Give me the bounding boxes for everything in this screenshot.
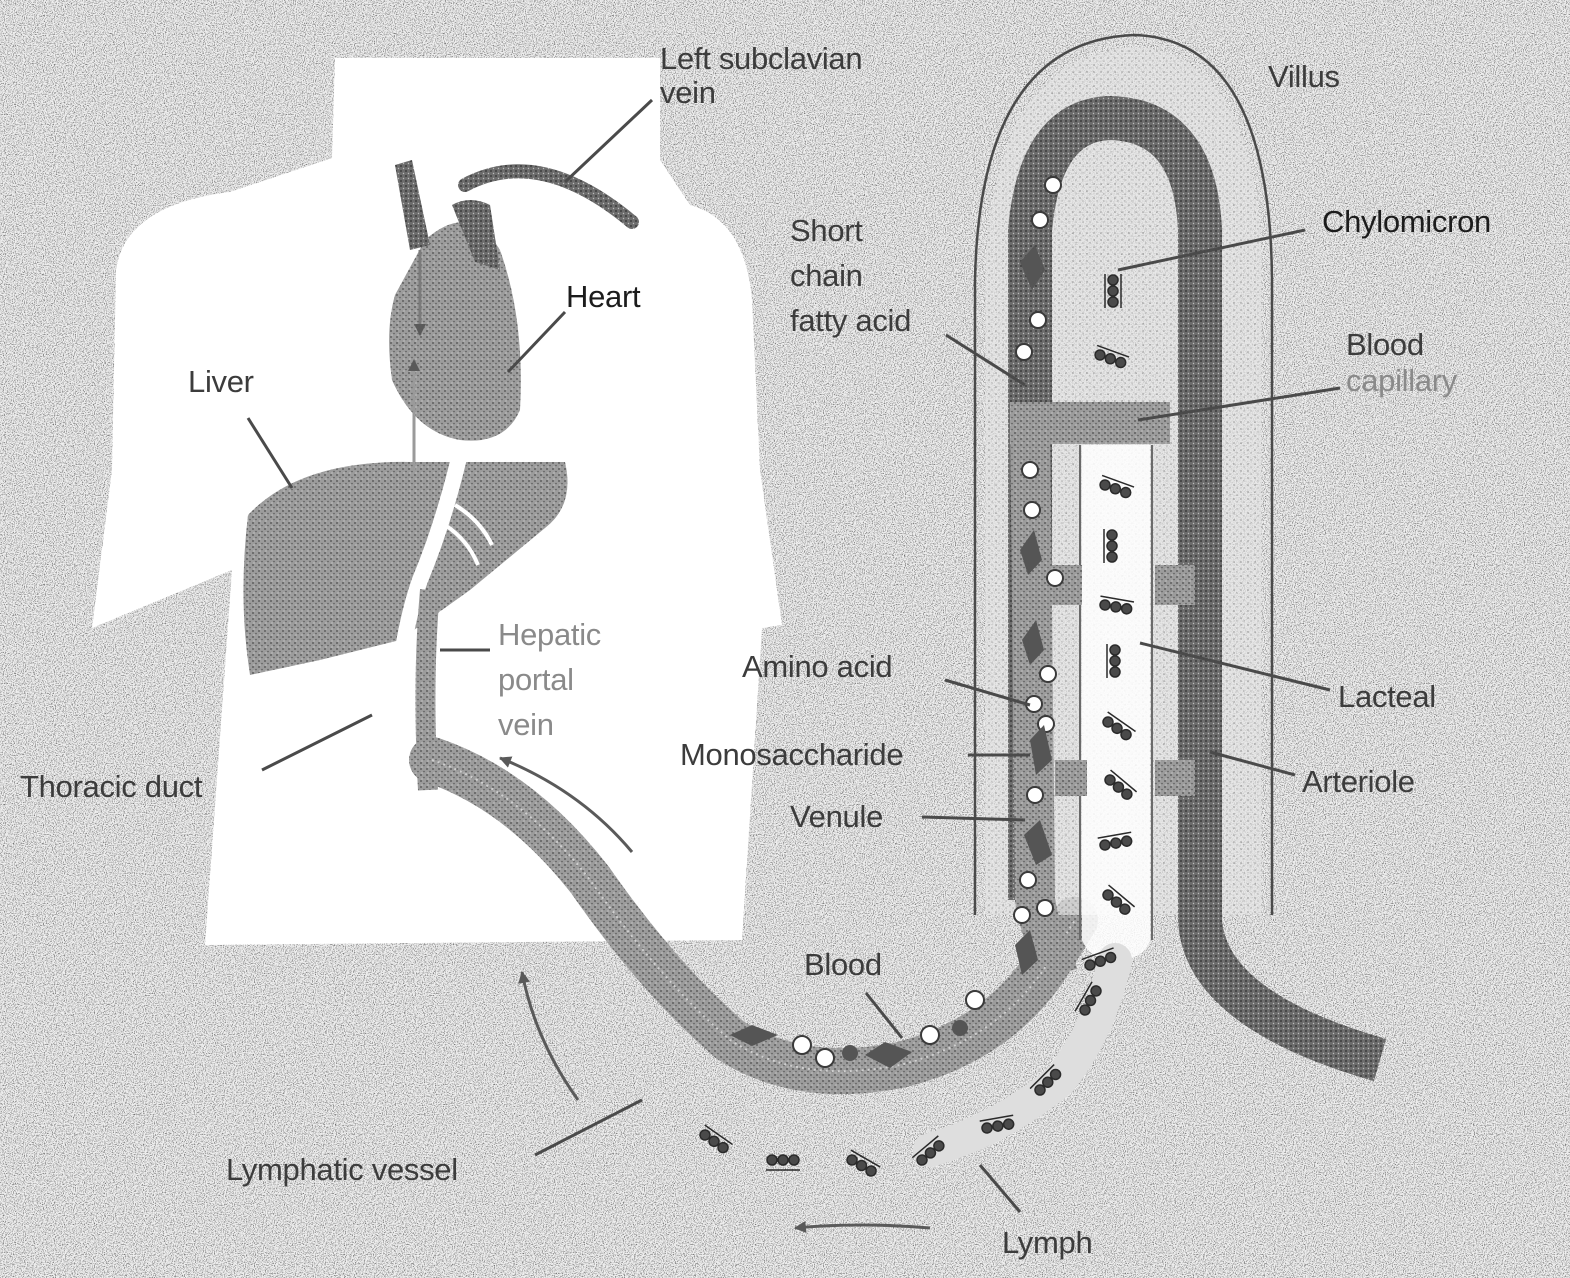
label-lacteal: Lacteal bbox=[1338, 680, 1436, 714]
label-monosaccharide: Monosaccharide bbox=[680, 738, 903, 772]
label-line: fatty acid bbox=[790, 298, 911, 343]
label-thoracic-duct: Thoracic duct bbox=[20, 770, 202, 804]
blood-cell bbox=[1016, 344, 1032, 360]
blood-cell bbox=[816, 1049, 834, 1067]
blood-cell bbox=[1037, 900, 1053, 916]
lacteal-pocket bbox=[1055, 760, 1087, 796]
blood-cell bbox=[966, 991, 984, 1009]
blood-cell bbox=[1040, 666, 1056, 682]
label-short-chain-fatty-acid: Short chain fatty acid bbox=[790, 208, 911, 343]
label-lymph: Lymph bbox=[1002, 1226, 1092, 1260]
lacteal-pocket bbox=[1155, 565, 1195, 605]
label-blood-capillary: Blood capillary bbox=[1346, 327, 1457, 399]
label-heart: Heart bbox=[566, 280, 640, 314]
lacteal-pocket bbox=[1155, 760, 1195, 796]
blood-cell bbox=[1027, 787, 1043, 803]
label-villus: Villus bbox=[1268, 60, 1340, 94]
label-lymphatic-vessel: Lymphatic vessel bbox=[226, 1153, 458, 1187]
label-blood: Blood bbox=[804, 948, 882, 982]
label-venule: Venule bbox=[790, 800, 883, 834]
label-left-subclavian-vein: Left subclavian vein bbox=[660, 42, 862, 110]
chylomicron-cluster bbox=[1105, 274, 1121, 308]
blood-cell bbox=[1030, 312, 1046, 328]
label-chylomicron: Chylomicron bbox=[1322, 205, 1491, 239]
label-line: Hepatic bbox=[498, 612, 601, 657]
label-liver: Liver bbox=[188, 365, 254, 399]
label-line: portal bbox=[498, 657, 601, 702]
label-line: vein bbox=[498, 702, 601, 747]
label-amino-acid: Amino acid bbox=[742, 650, 892, 684]
label-line: chain bbox=[790, 253, 911, 298]
label-line: Left subclavian bbox=[660, 42, 862, 76]
label-line: Short bbox=[790, 208, 911, 253]
red-blood-cell bbox=[952, 1020, 968, 1036]
blood-cell bbox=[793, 1036, 811, 1054]
blood-cell bbox=[1047, 570, 1063, 586]
lacteal bbox=[1082, 445, 1150, 960]
blood-cell bbox=[1045, 177, 1061, 193]
label-arteriole: Arteriole bbox=[1302, 765, 1415, 799]
blood-cell bbox=[1020, 872, 1036, 888]
label-line: vein bbox=[660, 76, 862, 110]
label-line: capillary bbox=[1346, 363, 1457, 399]
blood-capillary-vessel bbox=[1010, 402, 1170, 444]
red-blood-cell bbox=[842, 1045, 858, 1061]
blood-cell bbox=[921, 1026, 939, 1044]
blood-cell bbox=[1032, 212, 1048, 228]
label-hepatic-portal-vein: Hepatic portal vein bbox=[498, 612, 601, 747]
blood-cell bbox=[1024, 502, 1040, 518]
label-line: Blood bbox=[1346, 327, 1457, 363]
blood-cell bbox=[1022, 462, 1038, 478]
blood-cell bbox=[1014, 907, 1030, 923]
